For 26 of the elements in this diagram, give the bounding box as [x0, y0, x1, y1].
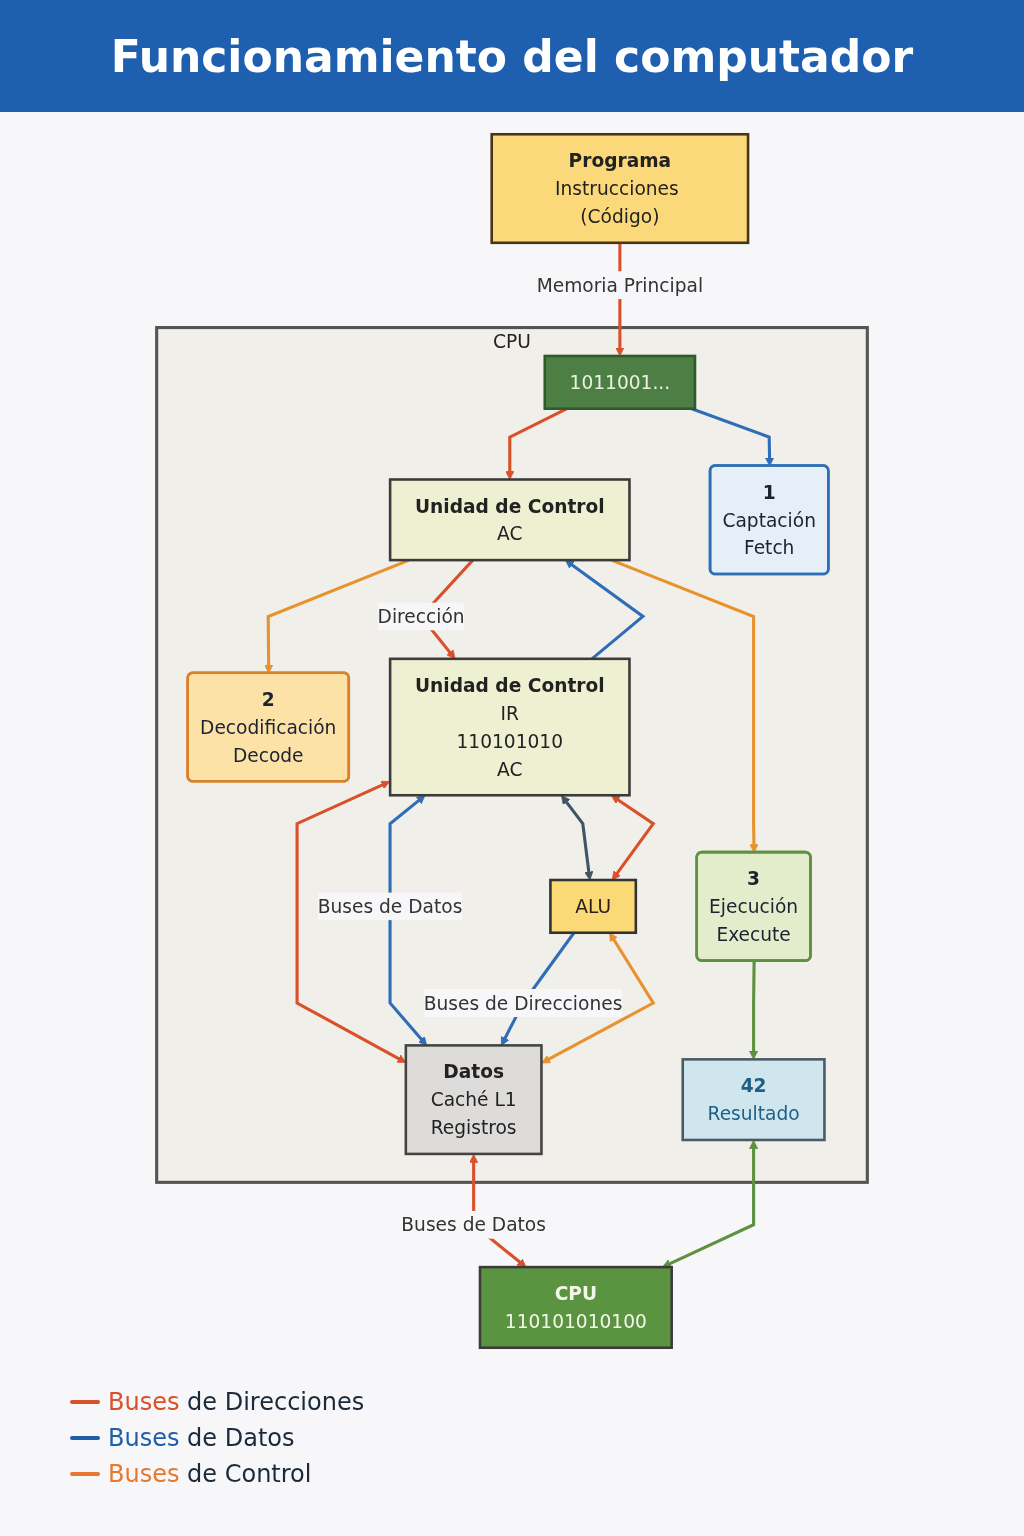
binary-box: 1011001... [543, 354, 697, 410]
arrow [749, 961, 759, 1060]
arrow [662, 1139, 759, 1268]
control-unit-box: Unidad de Control AC [388, 478, 631, 562]
edge-label: Dirección [377, 605, 465, 628]
legend-text: Buses de Control [108, 1460, 312, 1488]
arrow [561, 795, 594, 881]
alu-box: ALU [549, 878, 638, 935]
cache-box: Datos Caché L1 Registros [404, 1044, 543, 1156]
cpu-box: CPU 110101010100 [478, 1265, 673, 1349]
legend-text: Buses de Direcciones [108, 1388, 365, 1416]
step-box: 3 Ejecución Execute [695, 850, 812, 962]
arrow [541, 932, 656, 1064]
edge-label: Memoria Principal [536, 274, 704, 297]
result-box: 42 Resultado [681, 1058, 826, 1142]
step-box: 1 Captación Fetch [708, 464, 830, 576]
title: Funcionamiento del computador [110, 30, 914, 82]
edge-label: Buses de Direcciones [423, 992, 623, 1014]
step-box: 2 Decodificación Decode [186, 671, 351, 783]
program-box: Programa Instrucciones (Código) [490, 133, 750, 245]
edge-label: Buses de Datos [401, 1213, 546, 1236]
edge-label: Buses de Datos [317, 895, 463, 918]
legend-text: Buses de Datos [108, 1424, 295, 1452]
control-unit-box: Unidad de Control IR 110101010 AC [388, 657, 631, 797]
arrow [611, 795, 656, 881]
arrow [388, 795, 428, 1046]
